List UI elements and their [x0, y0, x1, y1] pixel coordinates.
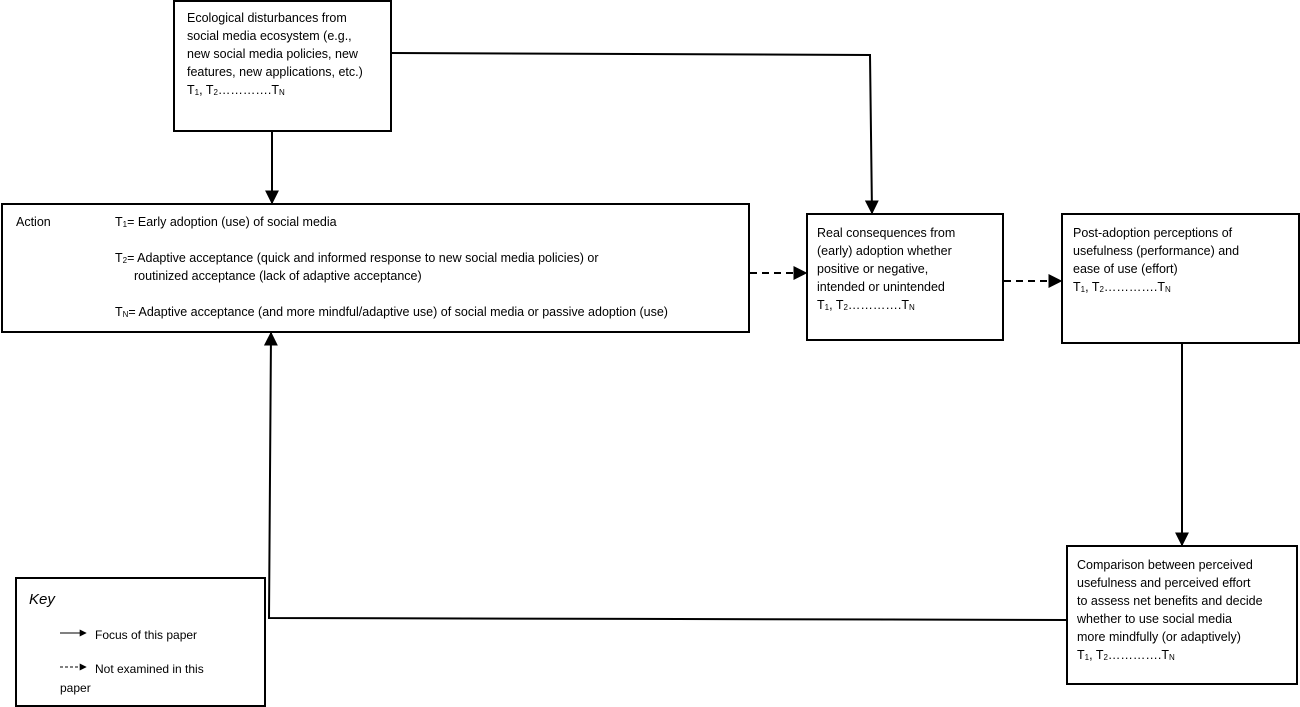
compare-line: to assess net benefits and decide [1077, 594, 1263, 608]
post-adoption-box: Post-adoption perceptions of usefulness … [1061, 213, 1300, 344]
arrow-eco-to-real [391, 52, 879, 215]
key-title: Key [29, 591, 55, 608]
post-line: usefulness (performance) and [1073, 244, 1240, 258]
post-line: ease of use (effort) [1073, 262, 1178, 276]
compare-line: usefulness and perceived effort [1077, 576, 1251, 590]
eco-line: new social media policies, new [187, 47, 358, 61]
key-legend: Key Focus of this paper Not examined in … [15, 577, 266, 707]
eco-disturbances-box: Ecological disturbances from social medi… [173, 0, 392, 132]
real-line: Real consequences from [817, 226, 956, 240]
eco-time-line: T1, T2………….TN [187, 83, 285, 97]
action-t1-line: T1= Early adoption (use) of social media [115, 215, 337, 229]
key-dashed-label: Not examined in this [95, 662, 204, 676]
action-box: Action T1= Early adoption (use) of socia… [1, 203, 750, 333]
real-line: (early) adoption whether [817, 244, 952, 258]
action-label: Action [16, 215, 51, 229]
real-time-line: T1, T2………….TN [817, 298, 915, 312]
comparison-box: Comparison between perceived usefulness … [1066, 545, 1298, 685]
eco-line: Ecological disturbances from [187, 11, 347, 25]
key-dashed-label-cont: paper [60, 681, 91, 695]
arrow-compare-to-action [263, 331, 1067, 621]
action-tn-line: TN= Adaptive acceptance (and more mindfu… [115, 305, 668, 319]
compare-line: more mindfully (or adaptively) [1077, 630, 1241, 644]
eco-line: social media ecosystem (e.g., [187, 29, 352, 43]
eco-line: features, new applications, etc.) [187, 65, 363, 79]
compare-time-line: T1, T2………….TN [1077, 648, 1175, 662]
action-t2-line: T2= Adaptive acceptance (quick and infor… [115, 251, 599, 265]
action-t2-cont: routinized acceptance (lack of adaptive … [134, 269, 422, 283]
key-solid-label: Focus of this paper [95, 628, 198, 642]
post-time-line: T1, T2………….TN [1073, 280, 1171, 294]
real-line: intended or unintended [817, 280, 945, 294]
compare-line: Comparison between perceived [1077, 558, 1253, 572]
real-line: positive or negative, [817, 262, 929, 276]
real-consequences-box: Real consequences from (early) adoption … [806, 213, 1004, 341]
post-line: Post-adoption perceptions of [1073, 226, 1233, 240]
compare-line: whether to use social media [1077, 612, 1232, 626]
